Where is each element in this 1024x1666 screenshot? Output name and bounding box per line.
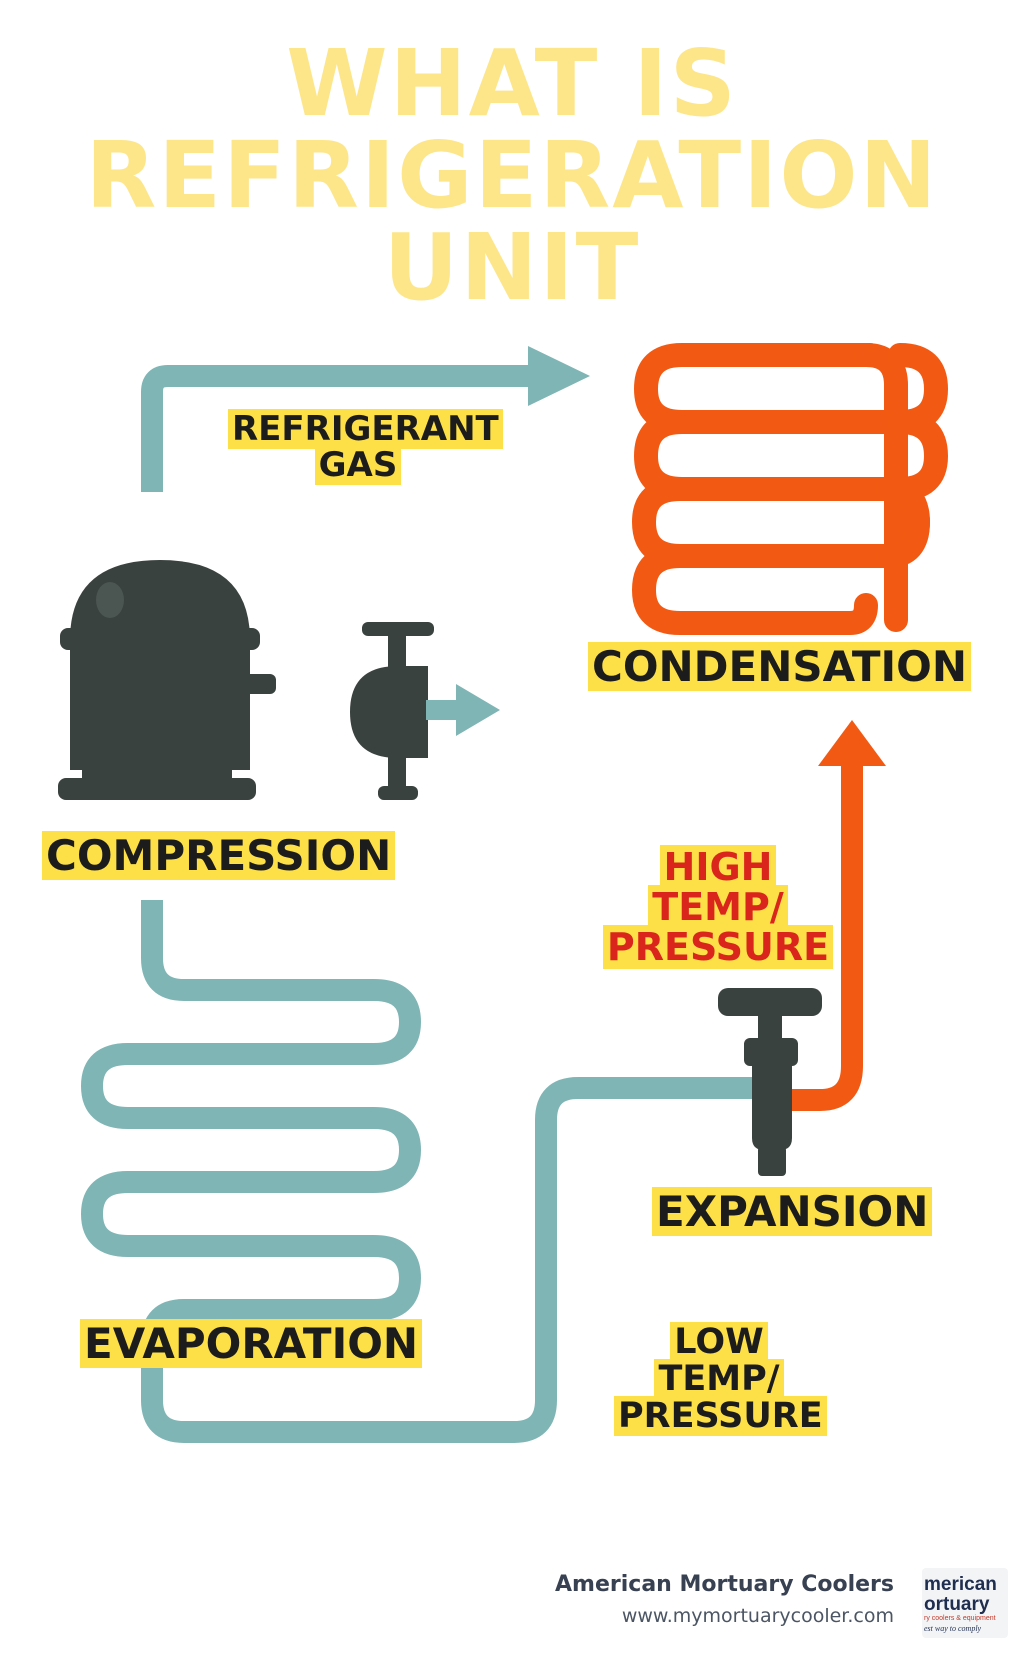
compression-label-text: COMPRESSION <box>42 831 396 880</box>
company-url[interactable]: www.mymortuarycooler.com <box>621 1605 894 1627</box>
condensation-label-text: CONDENSATION <box>588 642 972 691</box>
company-logo: merican ortuary ry coolers & equipment e… <box>922 1568 1008 1638</box>
refrigerant-gas-pipe <box>141 346 590 492</box>
condensation-label: CONDENSATION <box>588 642 972 691</box>
logo-line-3: ry coolers & equipment <box>924 1615 996 1622</box>
expansion-valve-icon <box>718 988 822 1176</box>
compressor-icon <box>58 560 276 800</box>
valve-icon <box>350 622 500 800</box>
refrigerant-gas-label: REFRIGERANT GAS <box>228 409 503 485</box>
high-temp-pressure-label: HIGH TEMP/ PRESSURE <box>598 845 838 969</box>
condenser-coil-icon <box>631 343 949 635</box>
expansion-label: EXPANSION <box>652 1187 933 1236</box>
title-line-1: WHAT IS <box>286 30 738 137</box>
refrigerant-gas-label-line1: REFRIGERANT <box>228 409 503 449</box>
logo-line-4: est way to comply <box>924 1624 982 1633</box>
high-temp-label-line2: PRESSURE <box>602 924 834 969</box>
evaporation-label: EVAPORATION <box>80 1319 423 1368</box>
expansion-label-text: EXPANSION <box>652 1187 933 1236</box>
evaporation-label-text: EVAPORATION <box>80 1319 423 1368</box>
logo-line-1: merican <box>924 1574 997 1595</box>
page-title: WHAT IS REFRIGERATION UNIT <box>0 38 1024 314</box>
high-temp-label-line1: HIGH TEMP/ <box>648 845 788 929</box>
evaporator-coil-icon <box>80 900 760 1443</box>
low-temp-pressure-label: LOW TEMP/ PRESSURE <box>614 1322 827 1436</box>
logo-line-2: ortuary <box>924 1594 990 1615</box>
company-name: American Mortuary Coolers <box>555 1572 894 1597</box>
high-pressure-pipe <box>780 720 886 1111</box>
title-line-2: REFRIGERATION UNIT <box>85 122 939 321</box>
low-temp-label-line2: PRESSURE <box>614 1395 827 1436</box>
compression-label: COMPRESSION <box>42 831 396 880</box>
refrigerant-gas-label-line2: GAS <box>314 444 402 485</box>
low-temp-label-line1: LOW TEMP/ <box>654 1322 784 1399</box>
